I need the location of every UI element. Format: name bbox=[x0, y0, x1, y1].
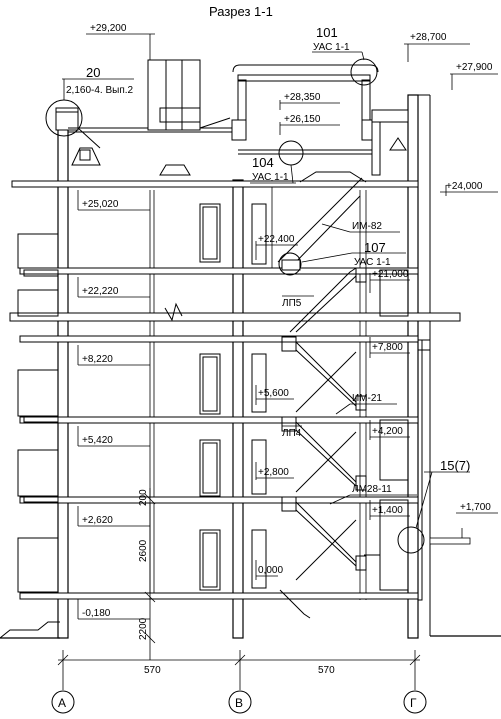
mark-lm28: ЛМ28-11 bbox=[352, 484, 392, 495]
callout-101-ref: УАС 1-1 bbox=[313, 42, 350, 53]
level-top-parapet: +29,200 bbox=[90, 23, 127, 34]
vertical-dims bbox=[144, 488, 156, 660]
building-walls bbox=[57, 94, 431, 639]
axis-label-g: Г bbox=[410, 696, 417, 710]
axis-bubbles bbox=[51, 690, 427, 714]
mark-im82: ИМ-82 bbox=[352, 221, 382, 232]
level-canopy: +1,700 bbox=[460, 502, 491, 513]
dim-span-left: 570 bbox=[144, 665, 161, 676]
leader-lines bbox=[62, 51, 470, 529]
callout-104-ref: УАС 1-1 bbox=[252, 172, 289, 183]
level-floor-2: +5,420 bbox=[82, 435, 113, 446]
break-line bbox=[164, 302, 183, 322]
dim-base: 2200 bbox=[138, 617, 149, 640]
level-floor-1: +2,620 bbox=[82, 515, 113, 526]
horizontal-dims bbox=[57, 650, 421, 690]
level-stair-landing: +26,150 bbox=[284, 114, 321, 125]
callout-107-num: 107 bbox=[364, 240, 386, 255]
level-roof-line: +24,000 bbox=[446, 181, 483, 192]
dim-floor: 2600 bbox=[138, 539, 149, 562]
level-landing-78: +7,800 bbox=[372, 342, 403, 353]
mark-lp4: ЛП4 bbox=[282, 428, 302, 439]
level-markers bbox=[77, 33, 498, 620]
callout-15-num: 15(7) bbox=[440, 458, 470, 473]
level-landing-56: +5,600 bbox=[258, 388, 289, 399]
level-landing-21: +21,000 bbox=[372, 269, 409, 280]
callout-104-num: 104 bbox=[252, 155, 274, 170]
drawing-title: Разрез 1-1 bbox=[209, 4, 273, 19]
level-stair-top: +28,350 bbox=[284, 92, 321, 103]
mark-im21: ИМ-21 bbox=[352, 393, 382, 404]
level-landing-14: +1,400 bbox=[372, 505, 403, 516]
floor-slabs bbox=[0, 180, 501, 639]
callout-101-num: 101 bbox=[316, 25, 338, 40]
labels: 20 2,160-4. Вып.2 101 УАС 1-1 104 УАС 1-… bbox=[58, 23, 493, 710]
roof-left bbox=[55, 59, 240, 176]
dim-span-right: 570 bbox=[318, 665, 335, 676]
stair-flights bbox=[277, 171, 367, 619]
level-floor-upper: +22,220 bbox=[82, 286, 119, 297]
dim-slab: 200 bbox=[138, 489, 149, 506]
callout-107-ref: УАС 1-1 bbox=[354, 257, 391, 268]
mark-lp5: ЛП5 bbox=[282, 298, 302, 309]
level-landing-top: +22,400 bbox=[258, 234, 295, 245]
axis-label-a: А bbox=[58, 696, 66, 710]
level-floor-3: +8,220 bbox=[82, 354, 113, 365]
level-floor-top: +25,020 bbox=[82, 199, 119, 210]
level-basement: -0,180 bbox=[82, 608, 111, 619]
axis-label-v: В bbox=[235, 696, 243, 710]
openings bbox=[17, 203, 431, 601]
level-landing-42: +4,200 bbox=[372, 426, 403, 437]
level-right-parapet: +27,900 bbox=[456, 62, 493, 73]
callout-20-ref: 2,160-4. Вып.2 bbox=[66, 85, 134, 96]
level-landing-28: +2,800 bbox=[258, 467, 289, 478]
callout-20-num: 20 bbox=[86, 65, 100, 80]
stair-tower bbox=[231, 64, 409, 176]
level-stair-roof: +28,700 bbox=[410, 32, 447, 43]
level-zero: 0,000 bbox=[258, 565, 283, 576]
